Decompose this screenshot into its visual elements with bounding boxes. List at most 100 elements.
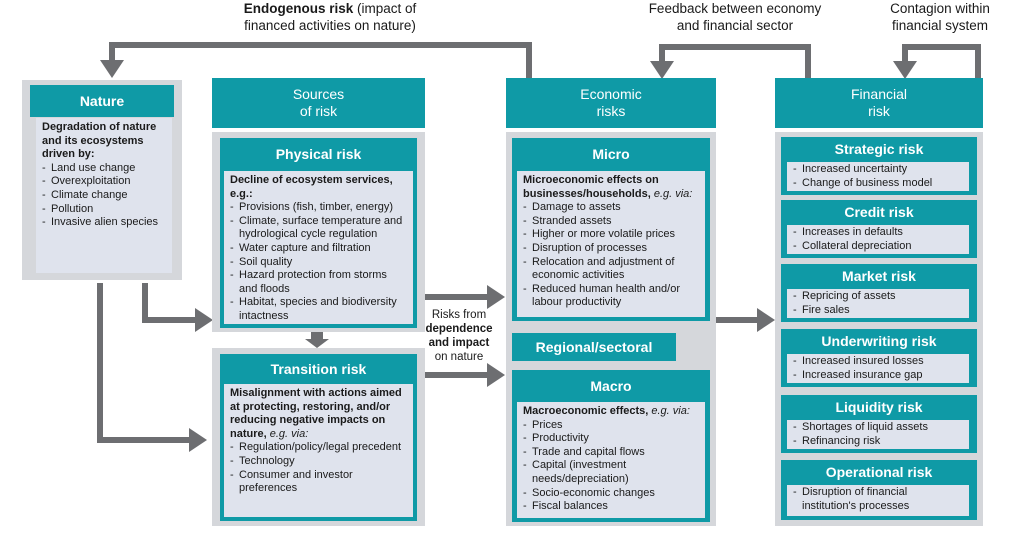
feedback-line2: and financial sector [676,18,794,33]
physical-to-transition-arrow [305,331,329,348]
contagion-line2: financial system [891,18,989,33]
underwriting-risk-title: Underwriting risk [821,333,937,349]
list-item: Fire sales [793,304,963,318]
operational-risk-body: Disruption of financial institution's pr… [787,485,969,516]
operational-risk-title: Operational risk [825,464,933,480]
transition-risk-body: Misalignment with actions aimed at prote… [224,384,413,517]
endogenous-risk-label: Endogenous risk (impact of financed acti… [210,0,450,34]
list-item: Water capture and filtration [230,242,407,256]
list-item: Increased insured losses [793,355,963,369]
list-item: Habitat, species and biodiversity intact… [230,296,407,323]
list-item: Invasive alien species [42,216,166,230]
list-item: Climate change [42,189,166,203]
transition-risk-title: Transition risk [270,361,367,377]
liquidity-risk-title: Liquidity risk [835,399,923,415]
list-item: Increases in defaults [793,226,963,240]
list-item: Reduced human health and/or labour produ… [523,283,699,310]
list-item: Shortages of liquid assets [793,421,963,435]
endogenous-risk-rest: (impact of [353,1,417,16]
economic-title-line2: risks [596,103,626,119]
list-item: Fiscal balances [523,500,699,514]
list-item: Land use change [42,162,166,176]
list-item: Consumer and investor preferences [230,469,407,496]
list-item: Collateral depreciation [793,240,963,254]
list-item: Increased insurance gap [793,369,963,383]
endogenous-risk-arrow [100,42,532,80]
feedback-arrow [650,44,811,80]
nature-to-transition-arrow [97,283,207,452]
macro-body: Macroeconomic effects, e.g. via: Prices … [517,402,705,518]
sources-title-line1: Sources [292,86,345,102]
list-item: Disruption of financial institution's pr… [793,486,963,513]
list-item: Provisions (fish, timber, energy) [230,201,407,215]
contagion-line1: Contagion within [890,1,990,16]
liquidity-risk-body: Shortages of liquid assetsRefinancing ri… [787,420,969,449]
list-item: Repricing of assets [793,290,963,304]
physical-risk-list: Provisions (fish, timber, energy) Climat… [230,201,407,323]
macro-lead-tail: e.g. via: [648,405,690,417]
list-item: Trade and capital flows [523,446,699,460]
physical-risk-lead: Decline of ecosystem services, e.g.: [230,174,393,200]
list-item: Refinancing risk [793,435,963,449]
list-item: Climate, surface temperature and hydrolo… [230,215,407,242]
list-item: Stranded assets [523,215,699,229]
middle-label-line4: on nature [434,351,484,363]
list-item: Damage to assets [523,201,699,215]
endogenous-risk-line2: financed activities on nature) [244,18,416,33]
strategic-risk-body: Increased uncertaintyChange of business … [787,162,969,191]
credit-risk-body: Increases in defaultsCollateral deprecia… [787,225,969,254]
nature-list: Land use change Overexploitation Climate… [42,162,166,230]
underwriting-risk-body: Increased insured lossesIncreased insura… [787,354,969,383]
feedback-line1: Feedback between economy [648,1,822,16]
list-item: Socio-economic changes [523,487,699,501]
list-item: Regulation/policy/legal precedent [230,441,407,455]
list-item: Hazard protection from storms and floods [230,269,407,296]
regional-sectoral-box: Regional/sectoral [512,333,676,361]
macro-list: Prices Productivity Trade and capital fl… [523,419,699,514]
credit-risk-title: Credit risk [844,204,914,220]
market-risk-title: Market risk [842,268,916,284]
middle-label-line2: dependence [425,323,493,335]
transition-risk-list: Regulation/policy/legal precedent Techno… [230,441,407,495]
micro-lead: Microeconomic effects on businesses/hous… [523,174,659,200]
list-item: Capital (investment needs/depreciation) [523,459,699,486]
sources-title-line2: of risk [299,103,338,119]
micro-list: Damage to assets Stranded assets Higher … [523,201,699,310]
contagion-label: Contagion within financial system [870,0,1010,34]
endogenous-risk-bold: Endogenous risk [243,1,354,16]
list-item: Disruption of processes [523,242,699,256]
market-risk-body: Repricing of assetsFire sales [787,289,969,318]
list-item: Higher or more volatile prices [523,228,699,242]
macro-lead: Macroeconomic effects, [523,405,649,417]
list-item: Relocation and adjustment of economic ac… [523,256,699,283]
financial-title-line1: Financial [850,86,908,102]
list-item: Technology [230,455,407,469]
nature-body: Degradation of nature and its ecosystems… [36,118,172,273]
micro-lead-tail: e.g. via: [650,187,693,200]
micro-title: Micro [592,146,630,162]
middle-label-line1: Risks from [431,309,487,321]
economic-title-line1: Economic [580,86,642,102]
feedback-label: Feedback between economy and financial s… [635,0,835,34]
nature-to-physical-arrow [142,283,213,332]
list-item: Change of business model [793,177,963,191]
list-item: Productivity [523,432,699,446]
list-item: Soil quality [230,256,407,270]
middle-label-line3: and impact [428,337,490,349]
physical-risk-body: Decline of ecosystem services, e.g.: Pro… [224,171,413,324]
list-item: Pollution [42,203,166,217]
strategic-risk-title: Strategic risk [834,141,924,157]
micro-body: Microeconomic effects on businesses/hous… [517,171,705,317]
transition-risk-lead: Misalignment with actions aimed at prote… [230,387,402,440]
macro-title: Macro [590,378,632,394]
nature-title: Nature [30,85,174,117]
risks-from-dependence-label: Risks from dependence and impact on natu… [424,308,494,364]
list-item: Overexploitation [42,175,166,189]
transition-risk-lead-tail: e.g. via: [266,427,309,440]
physical-risk-title: Physical risk [275,146,362,162]
nature-lead: Degradation of nature and its ecosystems… [42,121,157,161]
list-item: Prices [523,419,699,433]
